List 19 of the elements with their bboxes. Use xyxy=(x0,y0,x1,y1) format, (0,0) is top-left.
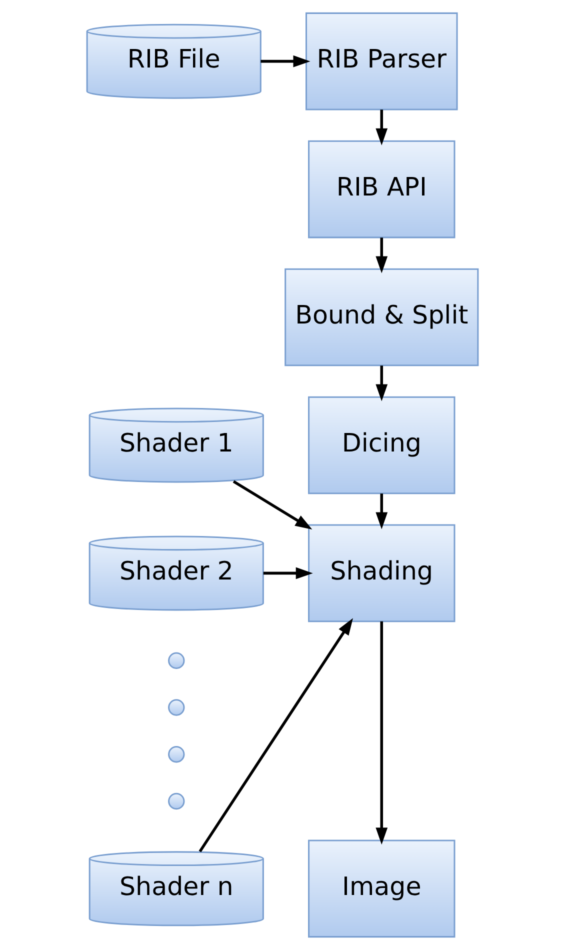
node-circle xyxy=(168,699,184,716)
node-circle xyxy=(168,792,184,810)
arrow xyxy=(260,55,310,68)
arrow xyxy=(375,366,388,402)
arrow xyxy=(198,618,352,852)
node-box: RIB Parser xyxy=(305,12,458,110)
node-box: Image xyxy=(308,840,455,938)
arrow xyxy=(375,494,388,530)
arrow xyxy=(375,110,388,146)
arrow xyxy=(375,238,388,274)
node-box: Bound & Split xyxy=(284,268,478,366)
arrow xyxy=(375,621,388,845)
node-box: Shading xyxy=(308,524,455,622)
node-circle xyxy=(168,652,184,669)
node-box: Dicing xyxy=(308,396,455,494)
arrow xyxy=(232,480,312,530)
arrow xyxy=(262,567,312,580)
node-box: RIB API xyxy=(308,140,455,238)
node-circle xyxy=(168,746,184,763)
